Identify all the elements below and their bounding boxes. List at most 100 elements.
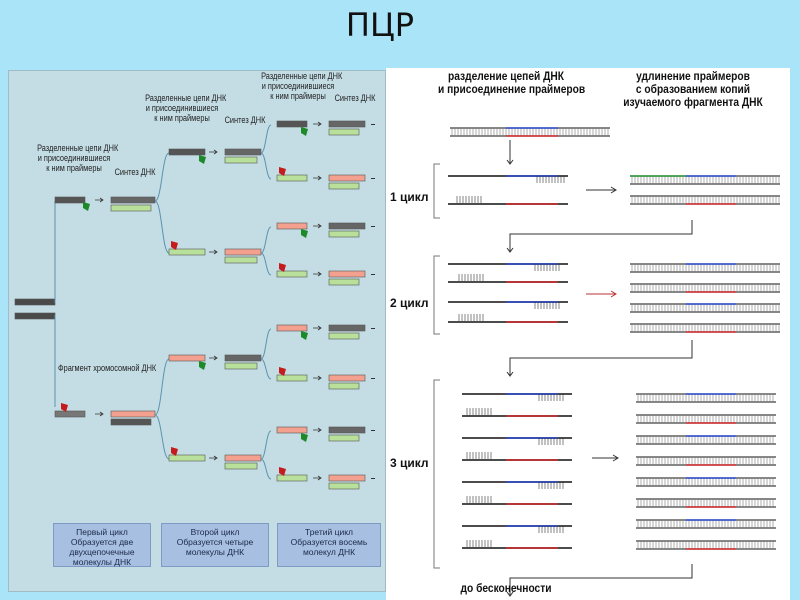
strand-end-mark [371, 124, 375, 125]
strand-l2-synth [224, 148, 262, 156]
primer-l3 [279, 263, 286, 272]
strand-l2-new [224, 362, 258, 370]
strand-end-mark [371, 274, 375, 275]
strand-l2-synth [224, 454, 262, 462]
label-chromosome-fragment: Фрагмент хромосомной ДНК [58, 363, 157, 373]
strand-l3 [276, 374, 308, 382]
strand-l3-synth [328, 324, 366, 332]
primer-l2 [199, 361, 206, 370]
tree-edge [260, 328, 272, 360]
strand-end-mark [371, 226, 375, 227]
strand-l1-synth [110, 410, 156, 418]
primer-l2 [171, 241, 178, 250]
strand-l1-synth [110, 196, 156, 204]
strand-end-mark [371, 178, 375, 179]
label-synthesis-1: Синтез ДНК [114, 167, 156, 177]
primer-l3 [279, 367, 286, 376]
strand-l3-synth [328, 374, 366, 382]
pcr-cycles-graphic [433, 127, 780, 597]
tree-edge [154, 414, 170, 460]
label-synthesis-3: Синтез ДНК [334, 93, 376, 103]
strand-l2 [168, 248, 206, 256]
cycle-label-1: 1 цикл [390, 190, 429, 204]
strand-l3-synth [328, 174, 366, 182]
primer-l3 [279, 167, 286, 176]
strand-l2-new [224, 156, 258, 164]
arrow-l3 [313, 121, 322, 127]
label-to-infinity: до бесконечности [460, 581, 552, 595]
primer-l1 [83, 202, 90, 211]
source-dna-top [14, 298, 56, 306]
strand-l2 [168, 354, 206, 362]
arrow-l2 [209, 149, 218, 155]
arrow-l2 [209, 455, 218, 461]
connector-1 [506, 220, 693, 253]
strand-l3-new [328, 278, 360, 286]
tree-edge [154, 152, 170, 202]
pcr-tree-graphic [14, 120, 375, 490]
strand-l3 [276, 270, 308, 278]
tree-edge [260, 152, 272, 180]
strand-l3-new [328, 382, 360, 390]
strand-l2-new [224, 462, 258, 470]
strand-l3-new [328, 482, 360, 490]
tree-edge [260, 226, 272, 254]
connector-3 [506, 564, 693, 597]
strand-l1 [54, 410, 86, 418]
bracket-cycle-2 [433, 255, 440, 335]
arrow-l3 [313, 475, 322, 481]
arrow-l3 [313, 271, 322, 277]
strand-l3-synth [328, 474, 366, 482]
strand-l3 [276, 120, 308, 128]
c3-arrow [592, 454, 619, 462]
strand-l3 [276, 474, 308, 482]
strand-l3-new [328, 434, 360, 442]
strand-l2 [168, 148, 206, 156]
strand-l1 [54, 196, 86, 204]
strand-l3 [276, 426, 308, 434]
arrow-l3 [313, 223, 322, 229]
strand-l3-new [328, 332, 360, 340]
down-arrow [506, 140, 514, 165]
primer-l2 [199, 155, 206, 164]
tree-edge [154, 200, 170, 254]
strand-end-mark [371, 328, 375, 329]
tree-edge [260, 430, 272, 460]
arrow-l3 [313, 325, 322, 331]
cycle-label-3: 3 цикл [390, 456, 429, 470]
slide-title: ПЦР [345, 6, 415, 44]
strand-l3-new [328, 230, 360, 238]
primer-l3 [301, 331, 308, 340]
strand-l2-synth [224, 248, 262, 256]
strand-l3-new [328, 182, 360, 190]
strand-l2-synth [224, 354, 262, 362]
source-dna-bottom [14, 312, 56, 320]
arrow-l3 [313, 375, 322, 381]
strand-l3-synth [328, 426, 366, 434]
bracket-cycle-1 [433, 163, 440, 219]
strand-l2-new [224, 256, 258, 264]
primer-l1 [61, 403, 68, 412]
strand-l1-new [110, 204, 152, 212]
tree-edge [260, 252, 272, 276]
primer-l3 [301, 229, 308, 238]
c2-arrow [586, 290, 617, 298]
strand-l2 [168, 454, 206, 462]
arrow-l3 [313, 427, 322, 433]
tree-edge [260, 124, 272, 154]
tree-edge [154, 358, 170, 416]
c1-arrow [586, 186, 617, 194]
strand-l3-new [328, 128, 360, 136]
strand-l3 [276, 174, 308, 182]
label-synthesis-2: Синтез ДНК [224, 115, 266, 125]
strand-l3-synth [328, 222, 366, 230]
strand-end-mark [371, 378, 375, 379]
bracket-cycle-3 [433, 379, 440, 569]
